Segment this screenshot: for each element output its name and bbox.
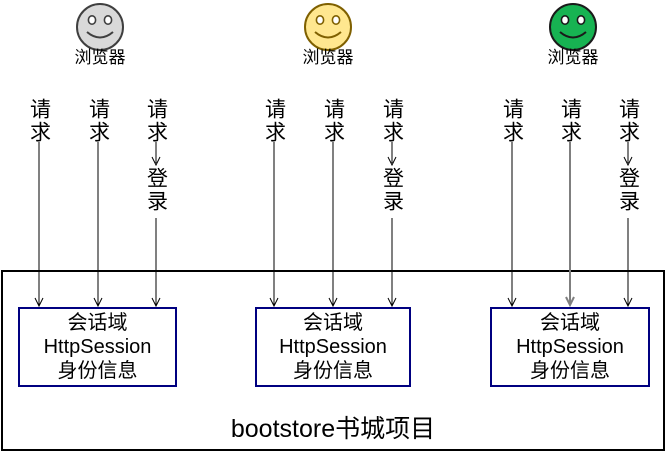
request-label: 请求	[86, 98, 110, 144]
session-box-line: 身份信息	[57, 360, 138, 382]
request-label: 请求	[262, 98, 286, 144]
request-arrow	[328, 142, 338, 308]
smiley-face-yellow-icon	[302, 1, 354, 53]
login-arrow	[151, 142, 161, 308]
session-box-line: HttpSession	[516, 336, 624, 358]
browser-label: 浏览器	[74, 48, 126, 67]
request-label: 请求	[144, 98, 168, 144]
request-arrow	[507, 142, 517, 308]
browser-label: 浏览器	[547, 48, 599, 67]
face-circle	[549, 3, 597, 51]
smiley-face-gray-icon	[74, 1, 126, 53]
session-box: 会话域 HttpSession 身份信息	[18, 307, 177, 387]
session-box-line: 会话域	[303, 312, 363, 334]
session-box: 会话域 HttpSession 身份信息	[255, 307, 411, 387]
left-eye-icon	[560, 15, 570, 25]
smile-icon	[314, 31, 342, 39]
session-box-line: 身份信息	[293, 360, 373, 382]
session-box-line: HttpSession	[279, 336, 387, 358]
request-label: 请求	[500, 98, 524, 144]
project-title: bootstore书城项目	[230, 415, 436, 443]
browser-label: 浏览器	[302, 48, 354, 67]
request-label: 请求	[321, 98, 345, 144]
session-box-line: 身份信息	[530, 360, 610, 382]
request-label: 请求	[27, 98, 51, 144]
request-label: 请求	[380, 98, 404, 144]
right-eye-icon	[331, 15, 341, 25]
smile-icon	[86, 31, 114, 39]
request-label: 请求	[558, 98, 582, 144]
session-box-line: 会话域	[67, 312, 128, 334]
request-arrow-gray	[565, 142, 575, 308]
right-eye-icon	[103, 15, 113, 25]
left-eye-icon	[315, 15, 325, 25]
smile-icon	[559, 31, 587, 39]
session-box-line: 会话域	[540, 312, 600, 334]
login-label: 登录	[616, 167, 640, 213]
smiley-face-green-icon	[547, 1, 599, 53]
login-label: 登录	[144, 167, 168, 213]
left-eye-icon	[87, 15, 97, 25]
face-circle	[76, 3, 124, 51]
session-box-line: HttpSession	[43, 336, 152, 358]
session-box: 会话域 HttpSession 身份信息	[490, 307, 650, 387]
login-label: 登录	[380, 167, 404, 213]
request-arrow	[269, 142, 279, 308]
request-label: 请求	[616, 98, 640, 144]
right-eye-icon	[576, 15, 586, 25]
face-circle	[304, 3, 352, 51]
login-arrow	[623, 142, 633, 308]
request-arrow	[34, 142, 44, 308]
request-arrow	[93, 142, 103, 308]
login-arrow	[387, 142, 397, 308]
